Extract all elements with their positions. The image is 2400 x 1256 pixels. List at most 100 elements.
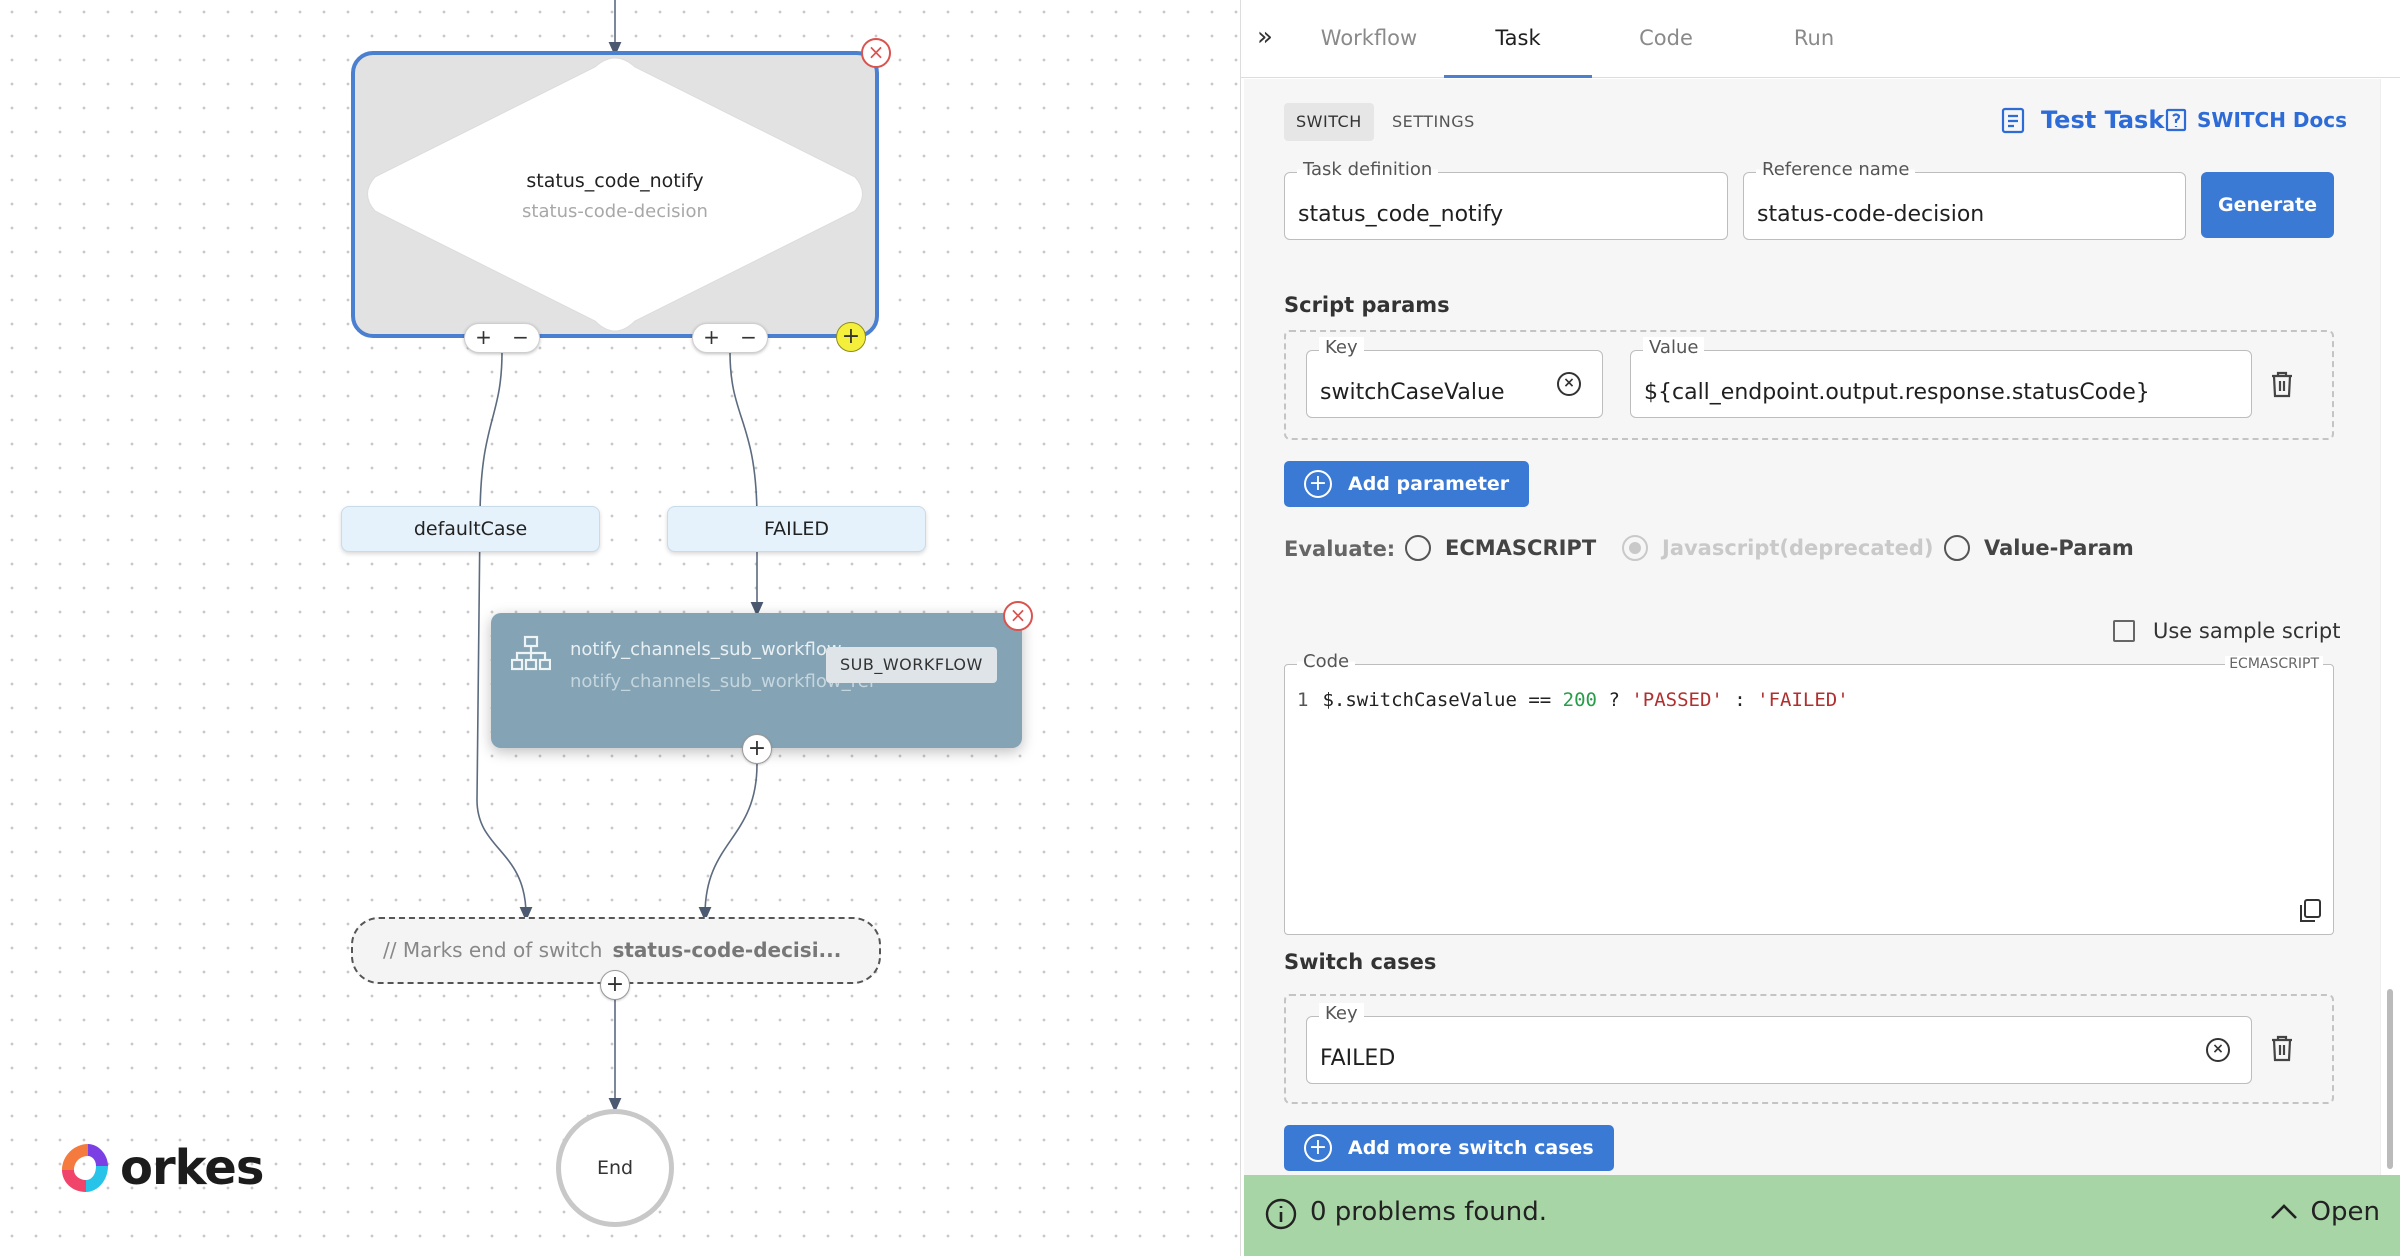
switch-docs-label: SWITCH Docs bbox=[2197, 108, 2348, 132]
sub-workflow-remove-icon[interactable]: × bbox=[1003, 601, 1033, 631]
tab-task[interactable]: Task bbox=[1444, 0, 1592, 78]
tab-workflow[interactable]: Workflow bbox=[1320, 26, 1418, 50]
problems-status-bar[interactable]: 0 problems found. Open bbox=[1244, 1175, 2400, 1256]
clear-key-icon[interactable]: × bbox=[1557, 372, 1581, 396]
reference-name-value[interactable]: status-code-decision bbox=[1757, 202, 1985, 227]
add-switch-case-label: Add more switch cases bbox=[1348, 1137, 1594, 1159]
add-parameter-button[interactable]: + Add parameter bbox=[1284, 461, 1530, 507]
problems-status-text: 0 problems found. bbox=[1310, 1197, 1547, 1227]
radio-ecmascript[interactable]: ECMASCRIPT bbox=[1405, 535, 1596, 561]
code-token-number: 200 bbox=[1562, 689, 1597, 711]
sub-workflow-add-task-icon[interactable]: + bbox=[742, 734, 772, 764]
add-case-icon[interactable]: + bbox=[475, 325, 492, 349]
open-problems-button[interactable]: Open bbox=[2269, 1197, 2380, 1227]
remove-case-icon[interactable]: − bbox=[512, 325, 529, 349]
orkes-logo: orkes bbox=[58, 1140, 264, 1196]
test-task-link[interactable]: Test Task bbox=[2001, 106, 2164, 134]
add-switch-case-icon[interactable]: + bbox=[836, 322, 866, 352]
script-params-box bbox=[1284, 330, 2334, 440]
chevron-up-icon bbox=[2270, 1204, 2297, 1219]
test-task-icon bbox=[2001, 107, 2025, 134]
panel-scrollbar[interactable] bbox=[2380, 79, 2400, 1175]
use-sample-script-label: Use sample script bbox=[2153, 619, 2341, 643]
remove-case-icon[interactable]: − bbox=[740, 325, 757, 349]
edge-sub-to-join bbox=[698, 763, 758, 922]
tab-run[interactable]: Run bbox=[1793, 26, 1835, 50]
param-key-field[interactable]: Key switchCaseValue × bbox=[1306, 337, 1603, 418]
script-params-title: Script params bbox=[1284, 293, 1450, 317]
add-switch-case-icon: + bbox=[1304, 1134, 1332, 1162]
code-editor[interactable]: Code ECMASCRIPT 1$.switchCaseValue == 20… bbox=[1284, 651, 2334, 935]
open-problems-label: Open bbox=[2310, 1197, 2380, 1227]
code-token: $.switchCaseValue == bbox=[1322, 689, 1563, 711]
code-token-string: 'FAILED' bbox=[1757, 689, 1849, 711]
sub-workflow-type-badge: SUB_WORKFLOW bbox=[826, 647, 997, 683]
use-sample-script-checkbox[interactable] bbox=[2113, 620, 2135, 642]
radio-javascript-dot bbox=[1622, 535, 1648, 561]
switch-case-key-value[interactable]: FAILED bbox=[1320, 1046, 1396, 1071]
collapse-panel-icon[interactable]: » bbox=[1257, 22, 1273, 52]
reference-name-label: Reference name bbox=[1756, 159, 1916, 180]
task-definition-value[interactable]: status_code_notify bbox=[1298, 202, 1504, 227]
radio-value-param-dot[interactable] bbox=[1944, 535, 1970, 561]
join-ref: status-code-decisi... bbox=[612, 938, 842, 962]
code-label: Code bbox=[1297, 651, 1356, 672]
code-line-1[interactable]: 1$.switchCaseValue == 200 ? 'PASSED' : '… bbox=[1297, 689, 1849, 711]
delete-param-icon[interactable] bbox=[2270, 370, 2294, 398]
sub-workflow-node[interactable]: notify_channels_sub_workflow notify_chan… bbox=[491, 613, 1022, 748]
task-definition-field[interactable]: Task definition status_code_notify bbox=[1284, 159, 1728, 240]
radio-ecmascript-label: ECMASCRIPT bbox=[1445, 536, 1597, 560]
switch-case-key-label: Key bbox=[1319, 1003, 1364, 1024]
panel-scrollbar-thumb[interactable] bbox=[2387, 989, 2393, 1169]
subtab-settings[interactable]: SETTINGS bbox=[1392, 112, 1475, 131]
radio-value-param-label: Value-Param bbox=[1984, 536, 2134, 560]
switch-task-ref: status-code-decision bbox=[522, 201, 708, 222]
code-token: ? bbox=[1597, 689, 1632, 711]
task-form bbox=[1244, 79, 2384, 1175]
param-value-value[interactable]: ${call_endpoint.output.response.statusCo… bbox=[1644, 380, 2150, 405]
orkes-logo-text: orkes bbox=[120, 1140, 264, 1196]
info-icon bbox=[1265, 1198, 1297, 1230]
param-key-value[interactable]: switchCaseValue bbox=[1320, 380, 1505, 405]
switch-task-name: status_code_notify bbox=[526, 170, 704, 192]
test-task-label: Test Task bbox=[2041, 106, 2165, 134]
add-parameter-icon: + bbox=[1304, 470, 1332, 498]
delete-switch-case-icon[interactable] bbox=[2270, 1034, 2294, 1062]
switch-diamond-icon bbox=[367, 57, 863, 332]
radio-ecmascript-dot[interactable] bbox=[1405, 535, 1431, 561]
subtab-switch[interactable]: SWITCH bbox=[1284, 103, 1374, 141]
radio-value-param[interactable]: Value-Param bbox=[1944, 535, 2134, 561]
add-case-icon[interactable]: + bbox=[703, 325, 720, 349]
tab-code[interactable]: Code bbox=[1639, 26, 1693, 50]
case-label-default[interactable]: defaultCase bbox=[341, 506, 600, 552]
switch-case-key-field[interactable]: Key FAILED × bbox=[1306, 1003, 2252, 1084]
workflow-canvas[interactable]: status_code_notify status-code-decision … bbox=[0, 0, 1240, 1256]
join-add-task-icon[interactable]: + bbox=[600, 970, 630, 1000]
switch-node[interactable]: status_code_notify status-code-decision bbox=[351, 51, 879, 338]
switch-docs-link[interactable]: SWITCH Docs bbox=[2165, 108, 2347, 132]
case-label-failed[interactable]: FAILED bbox=[667, 506, 926, 552]
switch-remove-icon[interactable]: × bbox=[861, 38, 891, 68]
code-language-label: ECMASCRIPT bbox=[2225, 656, 2323, 672]
sub-workflow-ref: notify_channels_sub_workflow_ref bbox=[570, 671, 876, 692]
reference-name-field[interactable]: Reference name status-code-decision bbox=[1743, 159, 2186, 240]
task-definition-label: Task definition bbox=[1297, 159, 1439, 180]
clear-switch-case-icon[interactable]: × bbox=[2206, 1038, 2230, 1062]
copy-code-icon[interactable] bbox=[2297, 898, 2323, 924]
code-token: : bbox=[1722, 689, 1758, 711]
orkes-logo-icon bbox=[62, 1144, 108, 1192]
edge-failed-case bbox=[729, 351, 764, 617]
add-switch-case-button[interactable]: + Add more switch cases bbox=[1284, 1125, 1614, 1171]
end-node[interactable]: End bbox=[556, 1109, 674, 1227]
default-case-plus-minus[interactable]: +− bbox=[464, 323, 540, 353]
param-value-label: Value bbox=[1643, 337, 1705, 358]
failed-case-plus-minus[interactable]: +− bbox=[692, 323, 768, 353]
generate-button[interactable]: Generate bbox=[2201, 172, 2334, 238]
param-value-field[interactable]: Value ${call_endpoint.output.response.st… bbox=[1630, 337, 2252, 418]
join-prefix: // Marks end of switch bbox=[383, 938, 603, 962]
use-sample-script[interactable]: Use sample script bbox=[2113, 619, 2340, 643]
docs-icon bbox=[2165, 108, 2187, 132]
code-token-string: 'PASSED' bbox=[1631, 689, 1723, 711]
switch-cases-title: Switch cases bbox=[1284, 950, 1437, 974]
radio-javascript-label: Javascript(deprecated) bbox=[1662, 536, 1934, 560]
